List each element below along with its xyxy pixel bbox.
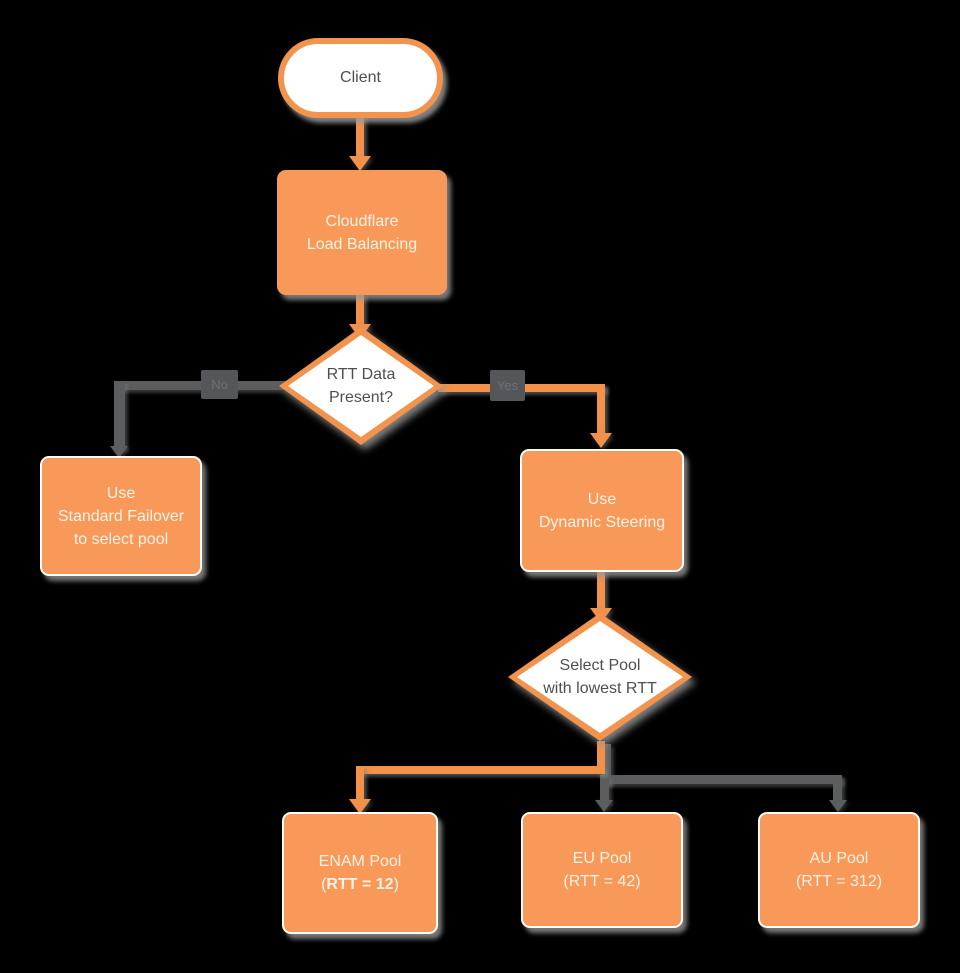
edge-yes-arrowhead-icon — [590, 433, 612, 448]
node-eu-pool: EU Pool (RTT = 42) — [521, 812, 683, 928]
node-standard-failover-line2: Standard Failover — [57, 507, 185, 525]
enam-paren-close: ) — [393, 876, 399, 893]
edge-label-no: No — [201, 370, 238, 399]
node-rtt-decision: RTT Data Present? — [279, 327, 443, 445]
edge-enam-vline2 — [356, 766, 364, 802]
node-load-balancer: Cloudflare Load Balancing — [277, 170, 447, 295]
edge-no-hline — [114, 381, 286, 390]
edge-no-arrowhead-icon — [110, 446, 128, 458]
edge-yes-vline — [597, 384, 605, 436]
edge-client-lb-arrowhead-icon — [349, 156, 371, 171]
node-standard-failover-line3: to select pool — [73, 530, 169, 548]
node-eu-pool-line2: (RTT = 42) — [563, 873, 641, 890]
edge-client-lb-line — [356, 112, 364, 158]
node-au-pool-line1: AU Pool — [809, 850, 869, 867]
edge-enam-vline1 — [597, 741, 605, 774]
node-load-balancer-line1: Cloudflare — [325, 212, 399, 230]
enam-rtt-value: RTT = 12 — [326, 876, 394, 893]
edge-enam-arrowhead-icon — [349, 799, 371, 814]
edge-no-vline — [114, 381, 125, 449]
node-rtt-decision-line2: Present? — [328, 389, 394, 406]
node-standard-failover-line1: Use — [106, 484, 136, 502]
node-select-pool-line2: with lowest RTT — [543, 680, 657, 697]
node-select-pool-line1: Select Pool — [559, 657, 641, 674]
edge-label-yes: Yes — [490, 370, 525, 401]
edge-eu-arrowhead-icon — [595, 800, 613, 812]
node-rtt-decision-line1: RTT Data — [326, 366, 396, 383]
node-enam-pool: ENAM Pool (RTT = 12) — [282, 812, 438, 934]
node-dynamic-steering-line2: Dynamic Steering — [538, 513, 666, 531]
node-au-pool: AU Pool (RTT = 312) — [758, 812, 920, 928]
node-enam-pool-line1: ENAM Pool — [318, 853, 402, 870]
node-load-balancer-line2: Load Balancing — [306, 235, 418, 253]
node-client-label: Client — [340, 69, 381, 86]
node-enam-pool-line2: (RTT = 12) — [321, 873, 399, 896]
edge-label-no-text: No — [211, 377, 228, 392]
node-au-pool-line2: (RTT = 312) — [795, 873, 883, 890]
edge-label-yes-text: Yes — [496, 378, 519, 393]
edge-gray-branch-vline — [602, 744, 611, 784]
node-standard-failover: Use Standard Failover to select pool — [40, 456, 202, 576]
edge-eu-vline — [600, 775, 609, 802]
enam-paren-open: ( — [321, 876, 327, 893]
node-dynamic-steering: Use Dynamic Steering — [520, 449, 684, 572]
node-client: Client — [278, 38, 443, 118]
edge-au-vline — [833, 775, 842, 800]
edge-enam-hline — [356, 766, 605, 774]
edge-au-arrowhead-icon — [829, 800, 847, 812]
node-dynamic-steering-line1: Use — [587, 490, 617, 508]
node-select-pool: Select Pool with lowest RTT — [508, 613, 692, 741]
edge-lb-decision-line — [356, 293, 364, 327]
edge-gray-branch-hline — [602, 775, 842, 784]
edge-steering-select-line — [597, 569, 605, 611]
node-eu-pool-line1: EU Pool — [572, 850, 632, 867]
